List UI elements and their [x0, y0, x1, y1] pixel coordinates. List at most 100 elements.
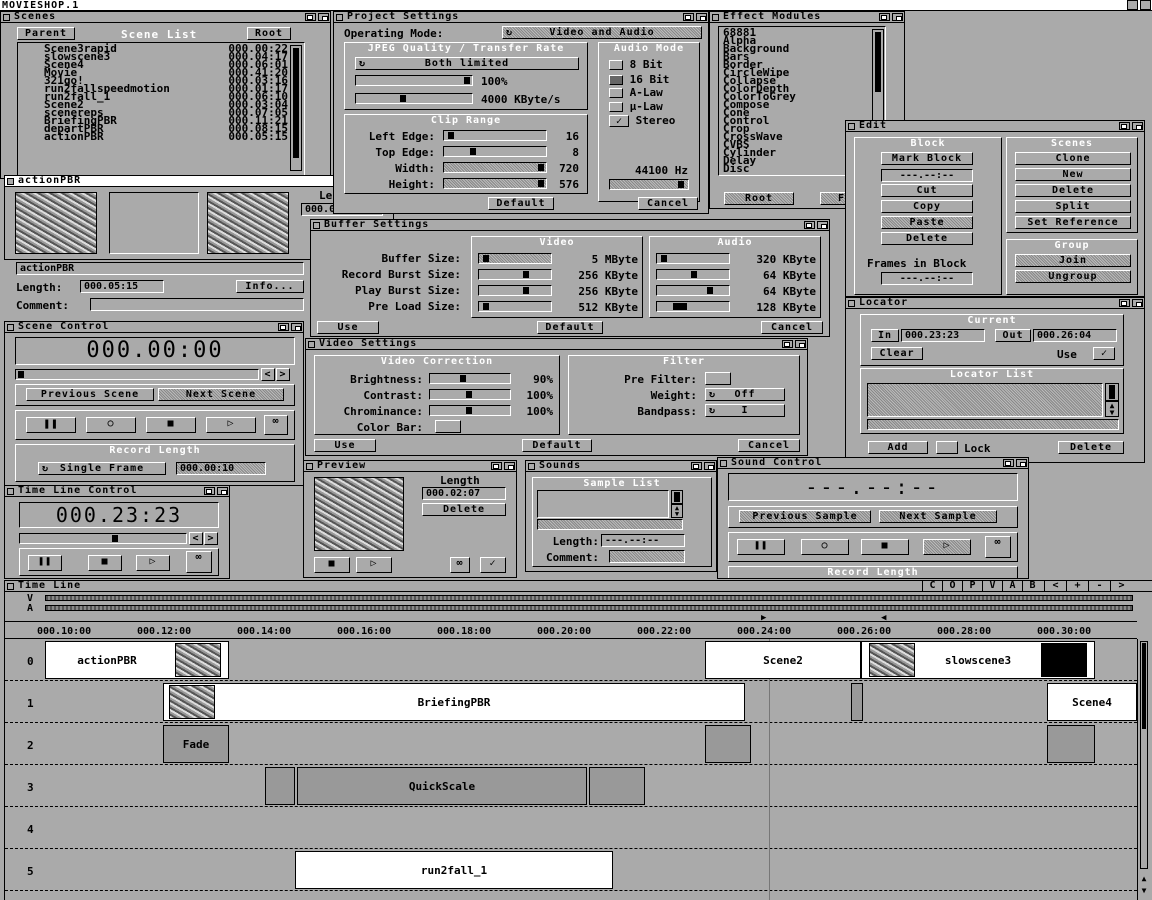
zoom-gadget[interactable] [691, 462, 702, 470]
step-forward-arrow[interactable]: > [276, 368, 290, 381]
record-length-field[interactable]: 000.00:10 [176, 462, 266, 475]
comment-field[interactable] [90, 298, 304, 311]
ok-check-button[interactable]: ✓ [480, 557, 506, 573]
previous-scene-button[interactable]: Previous Scene [26, 388, 154, 401]
close-gadget[interactable] [848, 300, 855, 307]
out-button[interactable]: Out [995, 329, 1031, 342]
use-button[interactable]: Use [314, 439, 376, 452]
in-time-field[interactable]: 000.23:23 [901, 329, 985, 342]
timeline-tool-button[interactable]: B [1022, 581, 1042, 592]
audio-preload-slider[interactable] [656, 301, 730, 312]
track-lane[interactable]: 1 [5, 681, 1137, 723]
rate-slider[interactable] [355, 93, 473, 104]
stop-button[interactable]: ■ [146, 417, 196, 433]
split-button[interactable]: Split [1015, 200, 1131, 213]
zoom-gadget[interactable] [1003, 459, 1014, 467]
timeline-block-effect[interactable] [589, 767, 645, 805]
left-edge-slider[interactable] [443, 130, 547, 141]
locator-slider[interactable] [867, 419, 1119, 430]
depth-gadget[interactable] [217, 487, 228, 495]
effect-list-item[interactable]: ColorToGrey [723, 90, 796, 103]
depth-gadget[interactable] [318, 13, 329, 21]
pause-button[interactable]: ❚❚ [28, 555, 62, 571]
audio-record-slider[interactable] [656, 269, 730, 280]
sample-list[interactable] [537, 490, 669, 518]
effect-list-item[interactable]: Border [723, 58, 763, 71]
root-button[interactable]: Root [724, 192, 794, 205]
video-buffer-slider[interactable] [478, 253, 552, 264]
clone-button[interactable]: Clone [1015, 152, 1131, 165]
step-back-arrow[interactable]: < [189, 532, 203, 545]
in-marker-icon[interactable]: ▶ [761, 613, 767, 623]
both-limited-cycle[interactable]: ↻Both limited [355, 57, 579, 70]
timeline-nav-button[interactable]: < [1044, 581, 1066, 592]
pre-filter-checkbox[interactable] [705, 372, 731, 385]
effect-list-item[interactable]: Disc [723, 162, 750, 175]
next-sample-button[interactable]: Next Sample [879, 510, 997, 523]
timeline-nav-button[interactable]: + [1066, 581, 1088, 592]
zoom-gadget[interactable] [804, 221, 815, 229]
root-button[interactable]: Root [247, 27, 291, 40]
zoom-gadget[interactable] [204, 487, 215, 495]
record-button[interactable]: ○ [801, 539, 849, 555]
single-frame-cycle[interactable]: ↻Single Frame [38, 462, 166, 475]
track-lane[interactable]: 2 [5, 723, 1137, 765]
cancel-button[interactable]: Cancel [761, 321, 823, 334]
close-gadget[interactable] [7, 178, 14, 185]
effect-list-item[interactable]: ColorDepth [723, 82, 790, 95]
zoom-gadget[interactable] [683, 13, 694, 21]
cut-button[interactable]: Cut [881, 184, 973, 197]
info-button[interactable]: Info... [236, 280, 304, 293]
audio-play-slider[interactable] [656, 285, 730, 296]
timeline-block-run2fall1[interactable]: run2fall_1 [295, 851, 613, 889]
weight-cycle[interactable]: ↻Off [705, 388, 785, 401]
locator-list[interactable] [867, 383, 1103, 417]
depth-gadget[interactable] [696, 13, 707, 21]
radio-8bit[interactable] [609, 60, 623, 70]
video-preload-slider[interactable] [478, 301, 552, 312]
next-scene-button[interactable]: Next Scene [158, 388, 284, 401]
delete-block-button[interactable]: Delete [881, 232, 973, 245]
stereo-checkbox[interactable]: ✓ [609, 115, 629, 127]
close-gadget[interactable] [528, 463, 535, 470]
parent-button[interactable]: Parent [17, 27, 75, 40]
scene-name-field[interactable]: actionPBR [16, 262, 304, 275]
delete-button[interactable]: Delete [422, 503, 506, 516]
play-button[interactable]: ▷ [356, 557, 392, 573]
locator-list-scrollbar[interactable] [1105, 383, 1119, 401]
timeline-block-gap[interactable] [851, 683, 863, 721]
width-slider[interactable] [443, 162, 547, 173]
default-button[interactable]: Default [488, 197, 554, 210]
use-button[interactable]: Use [317, 321, 379, 334]
step-forward-arrow[interactable]: > [204, 532, 218, 545]
close-gadget[interactable] [848, 123, 855, 130]
set-reference-button[interactable]: Set Reference [1015, 216, 1131, 229]
loop-button[interactable]: ∞ [186, 551, 212, 573]
timeline-vscrollbar[interactable]: ▲▼ [1137, 639, 1151, 900]
timeline-tool-button[interactable]: V [982, 581, 1002, 592]
record-button[interactable]: ○ [86, 417, 136, 433]
default-button[interactable]: Default [537, 321, 603, 334]
scroll-arrows[interactable]: ▲▼ [671, 504, 683, 518]
contrast-slider[interactable] [429, 389, 511, 400]
delete-locator-button[interactable]: Delete [1058, 441, 1124, 454]
audio-overview-bar[interactable] [45, 605, 1133, 611]
audio-buffer-slider[interactable] [656, 253, 730, 264]
playhead-line[interactable] [769, 639, 770, 900]
timeline-tool-button[interactable]: O [942, 581, 962, 592]
depth-gadget[interactable] [795, 340, 806, 348]
effect-list-item[interactable]: Alpha [723, 34, 757, 47]
effect-list-item[interactable]: Compose [723, 98, 770, 111]
height-slider[interactable] [443, 178, 547, 189]
delete-scene-button[interactable]: Delete [1015, 184, 1131, 197]
loop-button[interactable]: ∞ [985, 536, 1011, 558]
brightness-slider[interactable] [429, 373, 511, 384]
default-button[interactable]: Default [522, 439, 592, 452]
